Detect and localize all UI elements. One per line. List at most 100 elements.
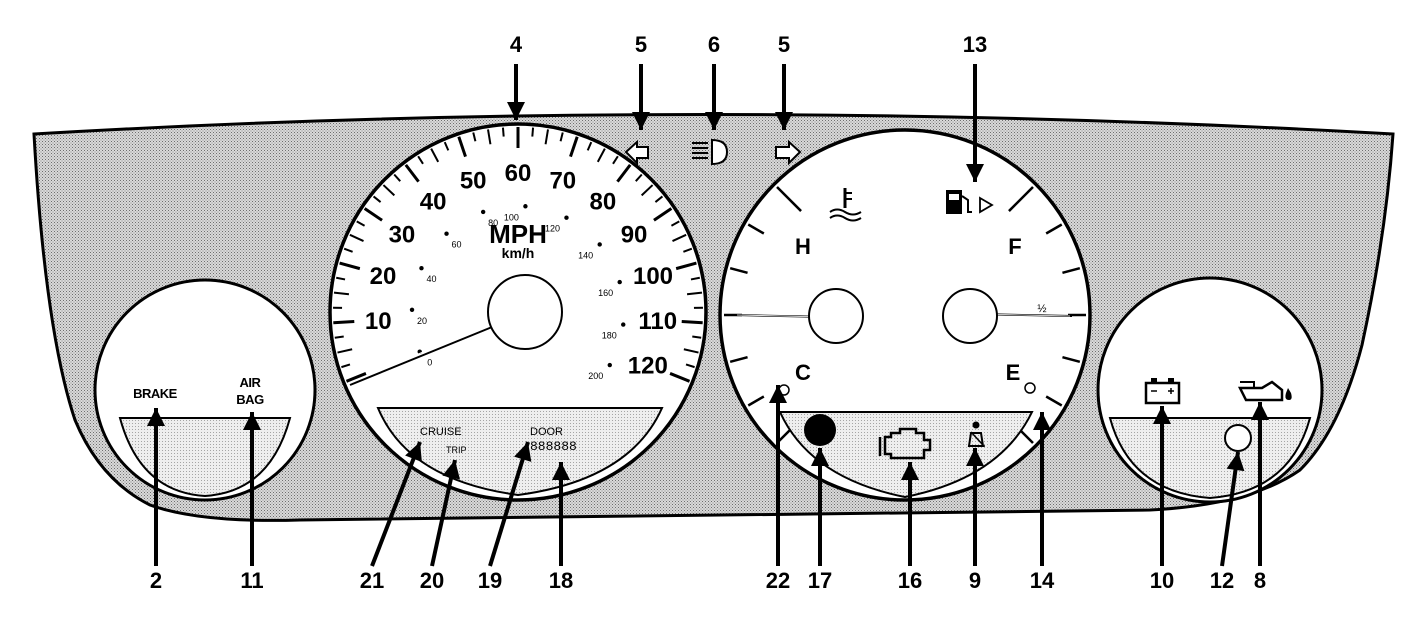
callout-arrow-arrowhead xyxy=(405,442,422,463)
speedometer-tick xyxy=(349,233,364,242)
cruise-indicator-label: CRUISE xyxy=(420,426,462,438)
brake-lamp-label: BRAKE xyxy=(133,386,178,401)
callout-number: 20 xyxy=(420,568,444,593)
seatbelt-icon xyxy=(967,421,985,447)
speedometer-kmh-label: 180 xyxy=(602,331,617,341)
speedometer-tick xyxy=(685,363,695,369)
speedometer-tick xyxy=(337,348,353,354)
high-beam-icon xyxy=(692,138,729,166)
speedometer-kmh-dot xyxy=(480,209,486,215)
speedometer-tick xyxy=(544,129,549,145)
callout-number: 19 xyxy=(478,568,502,593)
callout-number: 8 xyxy=(1254,568,1266,593)
speedometer-tick xyxy=(382,184,396,197)
speedometer-tick xyxy=(681,320,703,325)
warning-lamp-12 xyxy=(1224,424,1252,452)
speedometer-tick xyxy=(487,129,492,145)
callout-arrow-arrowhead xyxy=(514,442,532,462)
speedometer-kmh-dot xyxy=(444,231,449,236)
callout-arrow-arrowhead xyxy=(811,448,829,466)
speedometer-tick xyxy=(363,207,383,222)
callout-number: 5 xyxy=(635,32,647,57)
callout-number: 22 xyxy=(766,568,790,593)
trip-indicator-label: TRIP xyxy=(446,445,467,455)
speedometer-kmh-label: 60 xyxy=(452,240,462,250)
speedometer-kmh-dot xyxy=(621,322,626,327)
speedometer-kmh-dot xyxy=(617,279,622,285)
speedometer-mph-label: 80 xyxy=(590,189,617,216)
temp-hot-label: H xyxy=(795,234,811,259)
oil-pressure-icon xyxy=(1237,380,1292,402)
left-warning-pod: BRAKE AIR BAG xyxy=(93,278,317,502)
temp-cold-label: C xyxy=(795,360,811,385)
fuel-empty-label: E xyxy=(1006,360,1021,385)
speedometer-tick xyxy=(683,247,693,253)
callout-number: 6 xyxy=(708,32,720,57)
callout-number: 13 xyxy=(963,32,987,57)
callout-number: 12 xyxy=(1210,568,1234,593)
callout-arrow-line xyxy=(1220,451,1240,567)
speedometer-tick xyxy=(692,335,702,339)
speedometer-tick xyxy=(472,132,477,142)
speedometer-tick xyxy=(457,136,467,158)
speedometer-mph-label: 120 xyxy=(628,352,668,379)
speedometer-mph-label: 90 xyxy=(621,222,648,249)
odometer-display: 888888 xyxy=(530,439,577,454)
speedometer-kmh-dot xyxy=(523,204,528,209)
callout-arrow-arrowhead xyxy=(705,112,723,130)
speedometer-tick xyxy=(654,195,664,203)
speedometer-tick xyxy=(356,220,366,227)
speedometer-mph-label: 60 xyxy=(505,160,532,187)
speedometer-hub xyxy=(487,274,563,350)
right-turn-signal-icon xyxy=(775,139,802,166)
door-ajar-indicator-label: DOOR xyxy=(530,426,563,438)
temperature-hub xyxy=(808,288,864,344)
callout-arrow-arrowhead xyxy=(552,462,570,480)
callout-arrow-arrowhead xyxy=(243,412,261,430)
speedometer-tick xyxy=(683,348,699,354)
speedometer-tick xyxy=(596,148,606,163)
speedometer-tick-marks xyxy=(333,127,703,383)
speedometer-kmh-dot xyxy=(564,215,569,220)
speedometer-kmh-label: 40 xyxy=(426,274,436,284)
speedometer-kmh-dot xyxy=(419,266,424,271)
callout-arrow-arrowhead xyxy=(1153,406,1171,424)
gauge-tick xyxy=(747,395,765,407)
speedometer-tick xyxy=(345,372,367,383)
callout-arrow-arrowhead xyxy=(147,408,165,426)
speedometer-tick xyxy=(334,335,344,339)
speedometer-tick xyxy=(339,261,361,271)
fuel-hub xyxy=(942,288,998,344)
speedometer-tick xyxy=(672,233,687,242)
callout-arrow-arrowhead xyxy=(1251,402,1269,420)
speedometer-tick xyxy=(675,261,697,271)
speedometer-tick xyxy=(640,184,654,197)
gauge-tick xyxy=(747,223,765,235)
speedometer-tick xyxy=(616,163,632,183)
callout-arrow-line xyxy=(430,459,457,567)
speedometer-kmh-dot xyxy=(409,307,415,312)
check-engine-icon xyxy=(878,427,932,460)
speedometer-tick xyxy=(531,127,535,137)
speedometer-mph-label: 50 xyxy=(460,167,487,194)
speedometer-kmh-label: 200 xyxy=(588,371,603,381)
callout-number: 10 xyxy=(1150,568,1174,593)
speedometer-kmh-dot xyxy=(597,242,602,247)
speedometer-mph-label: 40 xyxy=(420,189,447,216)
speedometer-tick xyxy=(586,141,593,151)
callout-number: 18 xyxy=(549,568,573,593)
speedometer-tick xyxy=(393,173,401,182)
speedometer-tick xyxy=(690,276,700,281)
gauge-tick xyxy=(1062,355,1081,364)
temp-fuel-gauge: H C F E ½ xyxy=(718,128,1092,502)
airbag-lamp-label-line1: AIR xyxy=(240,375,262,390)
gauge-tick xyxy=(1045,223,1063,235)
fuel-pump-icon xyxy=(946,190,994,214)
gauge-tick xyxy=(776,186,802,212)
callout-number: 4 xyxy=(510,32,523,57)
callout-number: 21 xyxy=(360,568,384,593)
callout-number: 17 xyxy=(808,568,832,593)
